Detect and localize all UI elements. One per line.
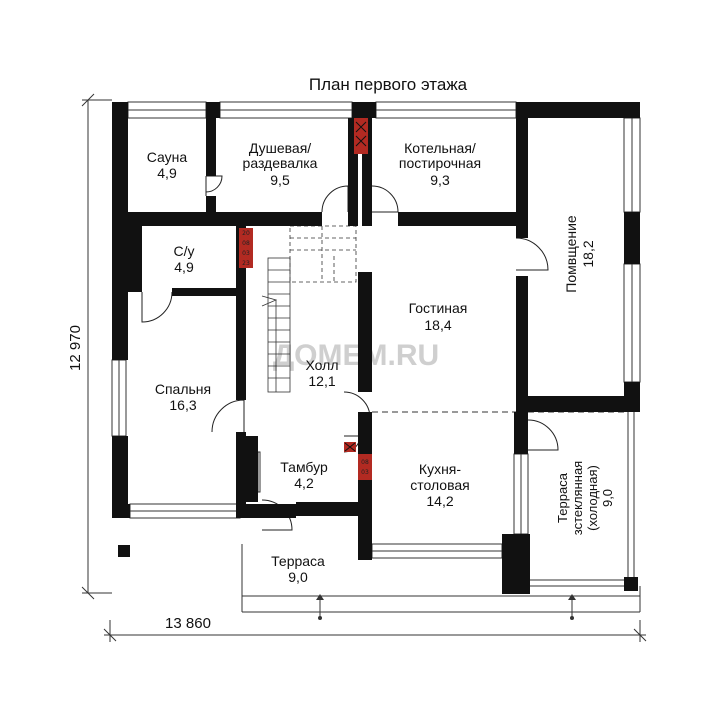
chimney-label: 03: [242, 250, 250, 257]
room-name: постирочная: [399, 155, 481, 171]
walls: [112, 102, 640, 594]
room-terrace: Терраса 9,0: [271, 553, 325, 585]
chimney-label: 03: [361, 469, 369, 476]
chimney-label: 20: [242, 230, 250, 237]
chimney-label: 08: [242, 240, 250, 247]
room-area: 12,1: [308, 373, 335, 389]
room-name: Гостиная: [409, 300, 468, 316]
watermark: ДОМЕМ.RU: [273, 339, 439, 372]
width-dimension: [103, 620, 647, 642]
room-area: 9,3: [430, 172, 450, 188]
chimney-kitchen: 08 03: [344, 442, 372, 480]
room-name: Кухня-: [419, 461, 461, 477]
room-vestibule: Тамбур 4,2: [280, 459, 328, 491]
staircase-upper: [289, 225, 357, 283]
room-area: 9,5: [270, 172, 290, 188]
room-boiler: Котельная/ постирочная 9,3: [399, 140, 481, 188]
chimney-label: 08: [361, 459, 369, 466]
room-terrace-glazed: Терраса зстеклянная (холодная) 9,0: [555, 461, 615, 535]
room-area: 4,2: [294, 475, 314, 491]
staircase: [261, 257, 291, 393]
room-bedroom: Спальня 16,3: [155, 381, 211, 413]
room-name: С/у: [174, 243, 195, 259]
room-name: Сауна: [147, 149, 188, 165]
step-markers: [316, 594, 576, 620]
room-name: Холл: [306, 357, 339, 373]
room-name: зстеклянная: [570, 461, 585, 535]
room-area: 18,2: [580, 240, 596, 267]
room-area: 16,3: [169, 397, 196, 413]
room-name: Душевая/: [249, 140, 311, 156]
room-name: Спальня: [155, 381, 211, 397]
room-name: Котельная/: [404, 140, 476, 156]
plan-title: План первого этажа: [309, 75, 468, 94]
room-area: 4,9: [157, 165, 177, 181]
room-wc: С/у 4,9: [174, 243, 195, 275]
room-living: Гостиная 18,4: [409, 300, 468, 333]
chimney-label: 23: [242, 260, 250, 267]
height-dimension: [81, 93, 112, 600]
chimney-top: [354, 118, 368, 154]
room-area: 14,2: [426, 493, 453, 509]
room-shower: Душевая/ раздевалка 9,5: [243, 140, 318, 188]
room-kitchen: Кухня- столовая 14,2: [410, 461, 470, 509]
room-sauna: Сауна 4,9: [147, 149, 188, 181]
room-name: столовая: [410, 477, 470, 493]
room-area: 18,4: [424, 317, 451, 333]
room-name: Помвщение: [563, 215, 579, 293]
room-name: Терраса: [271, 553, 325, 569]
room-name: раздевалка: [243, 155, 318, 171]
room-area: 4,9: [174, 259, 194, 275]
room-name: (холодная): [585, 465, 600, 531]
room-area: 9,0: [600, 489, 615, 507]
height-dimension-label: 12 970: [67, 325, 84, 371]
room-hall: Холл 12,1: [306, 357, 339, 389]
chimney-hall: 20 08 03 23: [239, 228, 253, 268]
room-name: Тамбур: [280, 459, 328, 475]
room-storage: Помвщение 18,2: [563, 215, 596, 293]
room-area: 9,0: [288, 569, 308, 585]
room-name: Терраса: [555, 472, 570, 523]
width-dimension-label: 13 860: [165, 615, 211, 632]
doors: [141, 175, 559, 531]
